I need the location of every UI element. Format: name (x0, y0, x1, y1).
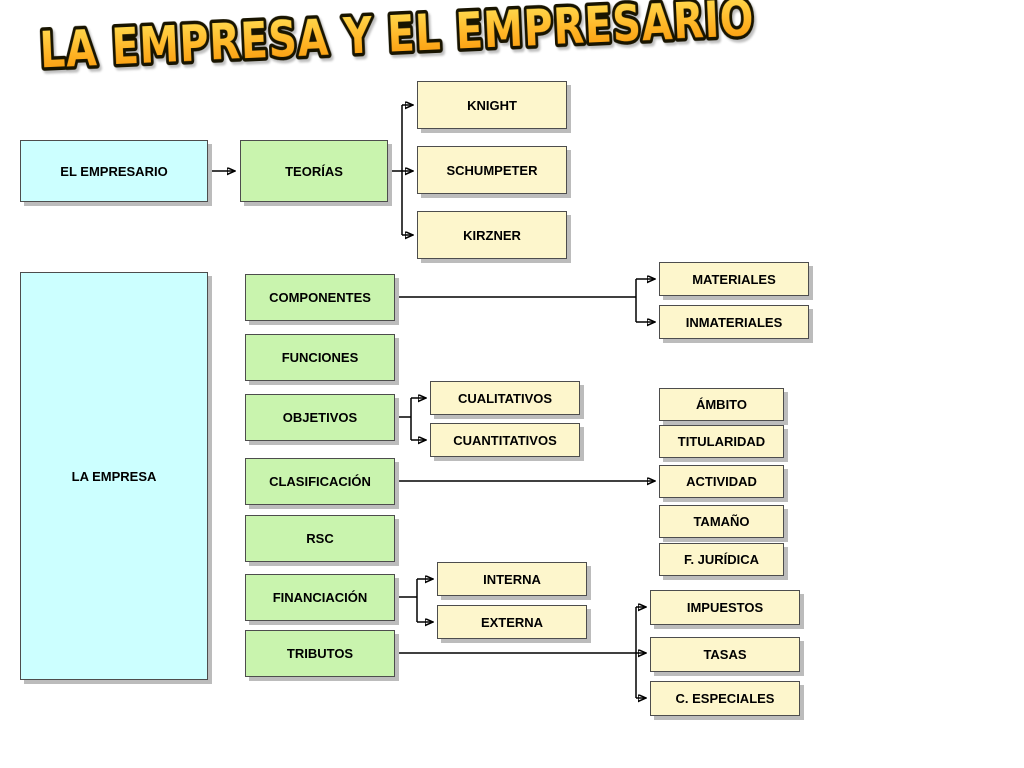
node-kirzner: KIRZNER (417, 211, 567, 259)
node-schumpeter: SCHUMPETER (417, 146, 567, 194)
connector-financiacion (395, 579, 433, 622)
node-titularidad: TITULARIDAD (659, 425, 784, 458)
node-inmateriales: INMATERIALES (659, 305, 809, 339)
node-tributos: TRIBUTOS (245, 630, 395, 677)
node-rsc: RSC (245, 515, 395, 562)
node-cualitativos: CUALITATIVOS (430, 381, 580, 415)
connector-teorias-theories (388, 105, 413, 235)
node-f-juridica: F. JURÍDICA (659, 543, 784, 576)
node-teorias: TEORÍAS (240, 140, 388, 202)
node-knight: KNIGHT (417, 81, 567, 129)
node-materiales: MATERIALES (659, 262, 809, 296)
node-cuantitativos: CUANTITATIVOS (430, 423, 580, 457)
node-c-especiales: C. ESPECIALES (650, 681, 800, 716)
node-componentes: COMPONENTES (245, 274, 395, 321)
connector-objetivos (395, 398, 426, 440)
node-la-empresa: LA EMPRESA (20, 272, 208, 680)
node-ambito: ÁMBITO (659, 388, 784, 421)
node-objetivos: OBJETIVOS (245, 394, 395, 441)
node-externa: EXTERNA (437, 605, 587, 639)
node-tasas: TASAS (650, 637, 800, 672)
page-title: LA EMPRESA Y EL EMPRESARIO (26, 0, 800, 104)
node-el-empresario: EL EMPRESARIO (20, 140, 208, 202)
node-tamano: TAMAÑO (659, 505, 784, 538)
node-impuestos: IMPUESTOS (650, 590, 800, 625)
node-funciones: FUNCIONES (245, 334, 395, 381)
node-clasificacion: CLASIFICACIÓN (245, 458, 395, 505)
node-actividad: ACTIVIDAD (659, 465, 784, 498)
node-interna: INTERNA (437, 562, 587, 596)
node-financiacion: FINANCIACIÓN (245, 574, 395, 621)
title-text: LA EMPRESA Y EL EMPRESARIO (39, 0, 756, 79)
connector-componentes (395, 279, 655, 322)
title-wordart: LA EMPRESA Y EL EMPRESARIO (35, 0, 759, 83)
